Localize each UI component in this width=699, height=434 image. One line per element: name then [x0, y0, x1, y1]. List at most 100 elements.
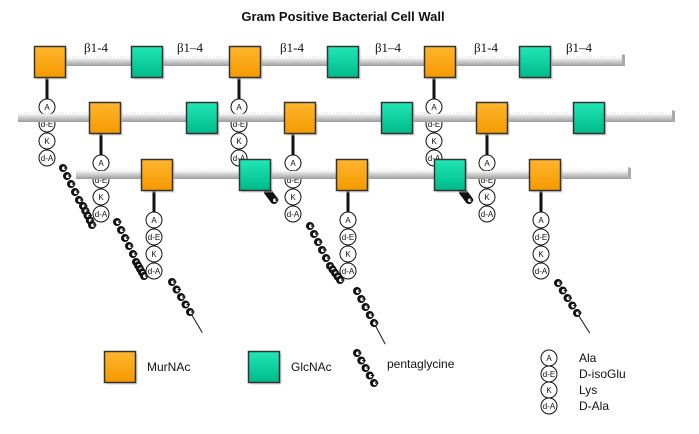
- murnac-square: [228, 45, 263, 80]
- glycine-icon: [353, 349, 362, 357]
- glcnac-square: [380, 101, 415, 136]
- amino-acid-label: d-A: [543, 402, 556, 411]
- amino-acid-label: A: [44, 103, 50, 112]
- pentaglycine-chain: [554, 279, 591, 334]
- glycine-icon: [306, 222, 315, 230]
- glycine-icon: [117, 226, 126, 234]
- amino-acid-a: A: [478, 154, 496, 172]
- glycine-icon: [336, 276, 345, 284]
- amino-acid-k: K: [478, 188, 496, 206]
- amino-acid-k: K: [38, 132, 56, 150]
- amino-acid-label: d-E: [535, 233, 547, 242]
- linkage-label: β1-4: [280, 40, 304, 55]
- amino-acid-label: d-E: [481, 176, 493, 185]
- amino-acid-label: A: [431, 103, 437, 112]
- pentaglycine-chain: [79, 202, 97, 229]
- amino-acid-label: d-E: [543, 370, 555, 379]
- amino-acid-da: d-A: [532, 262, 550, 280]
- amino-acid-label: K: [151, 250, 157, 259]
- linkage-label: β1-4: [474, 40, 498, 55]
- murnac-square: [528, 158, 563, 193]
- glcnac-square: [433, 158, 468, 193]
- glycine-icon: [465, 196, 474, 204]
- glycine-icon: [573, 309, 582, 317]
- legend-pentaglycine-label: pentaglycine: [387, 357, 455, 371]
- amino-acid-label: A: [546, 354, 552, 363]
- amino-acid-a: A: [540, 349, 558, 367]
- amino-acid-label: d-E: [342, 233, 354, 242]
- glycine-icon: [365, 371, 375, 380]
- murnac-square: [335, 158, 370, 193]
- amino-acid-label: A: [290, 159, 296, 168]
- amino-acid-a: A: [230, 98, 248, 116]
- legend-glcnac: GlcNAc: [247, 350, 332, 385]
- pentaglycine-chain: [353, 287, 386, 345]
- amino-acid-da: d-A: [145, 262, 163, 280]
- glycine-icon: [365, 311, 375, 319]
- amino-acid-k: K: [284, 188, 302, 206]
- amino-acid-label: K: [345, 250, 351, 259]
- amino-acid-label: d-A: [428, 154, 441, 163]
- murnac-square: [283, 101, 318, 136]
- glycine-icon: [563, 294, 572, 302]
- glycine-icon: [177, 293, 186, 301]
- stem-peptide: Ad-EKd-A: [284, 133, 302, 223]
- amino-acid-k: K: [145, 245, 163, 263]
- murnac-square: [140, 158, 175, 193]
- murnac-square: [423, 45, 458, 80]
- amino-acid-de: d-E: [532, 228, 550, 246]
- linkage-label: β1–4: [177, 40, 204, 55]
- pentaglycine-chain: [306, 222, 331, 262]
- murnac-square: [103, 350, 138, 385]
- amino-acid-a: A: [532, 211, 550, 229]
- glcnac-square: [185, 101, 220, 136]
- amino-acid-label: d-A: [233, 154, 246, 163]
- glycine-icon: [59, 164, 68, 172]
- amino-acid-label: K: [236, 137, 242, 146]
- amino-acid-label: K: [431, 137, 437, 146]
- legend-pentaglycine: pentaglycine: [353, 349, 455, 387]
- murnac-square: [475, 101, 510, 136]
- glcnac-square: [130, 45, 165, 80]
- amino-acid-de: d-E: [339, 228, 357, 246]
- glycine-icon: [181, 300, 190, 309]
- glycine-icon: [554, 279, 563, 287]
- amino-acid-label: d-A: [148, 267, 161, 276]
- amino-acid-label: d-A: [287, 210, 300, 219]
- glycine-icon: [140, 272, 149, 280]
- amino-acid-label: d-E: [148, 233, 160, 242]
- amino-acid-label: A: [236, 103, 242, 112]
- glycine-icon: [75, 196, 84, 204]
- amino-acid-de: d-E: [145, 228, 163, 246]
- pentaglycine-chain: [326, 262, 345, 284]
- amino-acid-k: K: [532, 245, 550, 263]
- amino-acid-da: d-A: [339, 262, 357, 280]
- glcnac-square: [247, 350, 282, 385]
- glcnac-square: [518, 45, 553, 80]
- legend-murnac: MurNAc: [103, 350, 190, 385]
- glycine-icon: [357, 356, 366, 365]
- amino-acid-label: A: [151, 216, 157, 225]
- glycine-icon: [361, 364, 370, 372]
- glycine-icon: [125, 242, 134, 250]
- glcnac-square: [572, 101, 607, 136]
- glycine-icon: [558, 286, 568, 295]
- glycine-icon: [310, 230, 319, 238]
- amino-acid-de: d-E: [540, 365, 558, 383]
- amino-acid-label: K: [98, 193, 104, 202]
- amino-acid-k: K: [92, 188, 110, 206]
- glcnac-square: [326, 45, 361, 80]
- amino-acid-label: A: [538, 216, 544, 225]
- amino-acid-label: d-E: [233, 120, 245, 129]
- murnac-square: [33, 45, 68, 80]
- glycine-icon: [63, 172, 72, 180]
- amino-acid-da: d-A: [284, 205, 302, 223]
- amino-acid-label: d-E: [95, 176, 107, 185]
- amino-acid-label: d-A: [41, 154, 54, 163]
- amino-acid-a: A: [38, 98, 56, 116]
- amino-acid-a: A: [92, 154, 110, 172]
